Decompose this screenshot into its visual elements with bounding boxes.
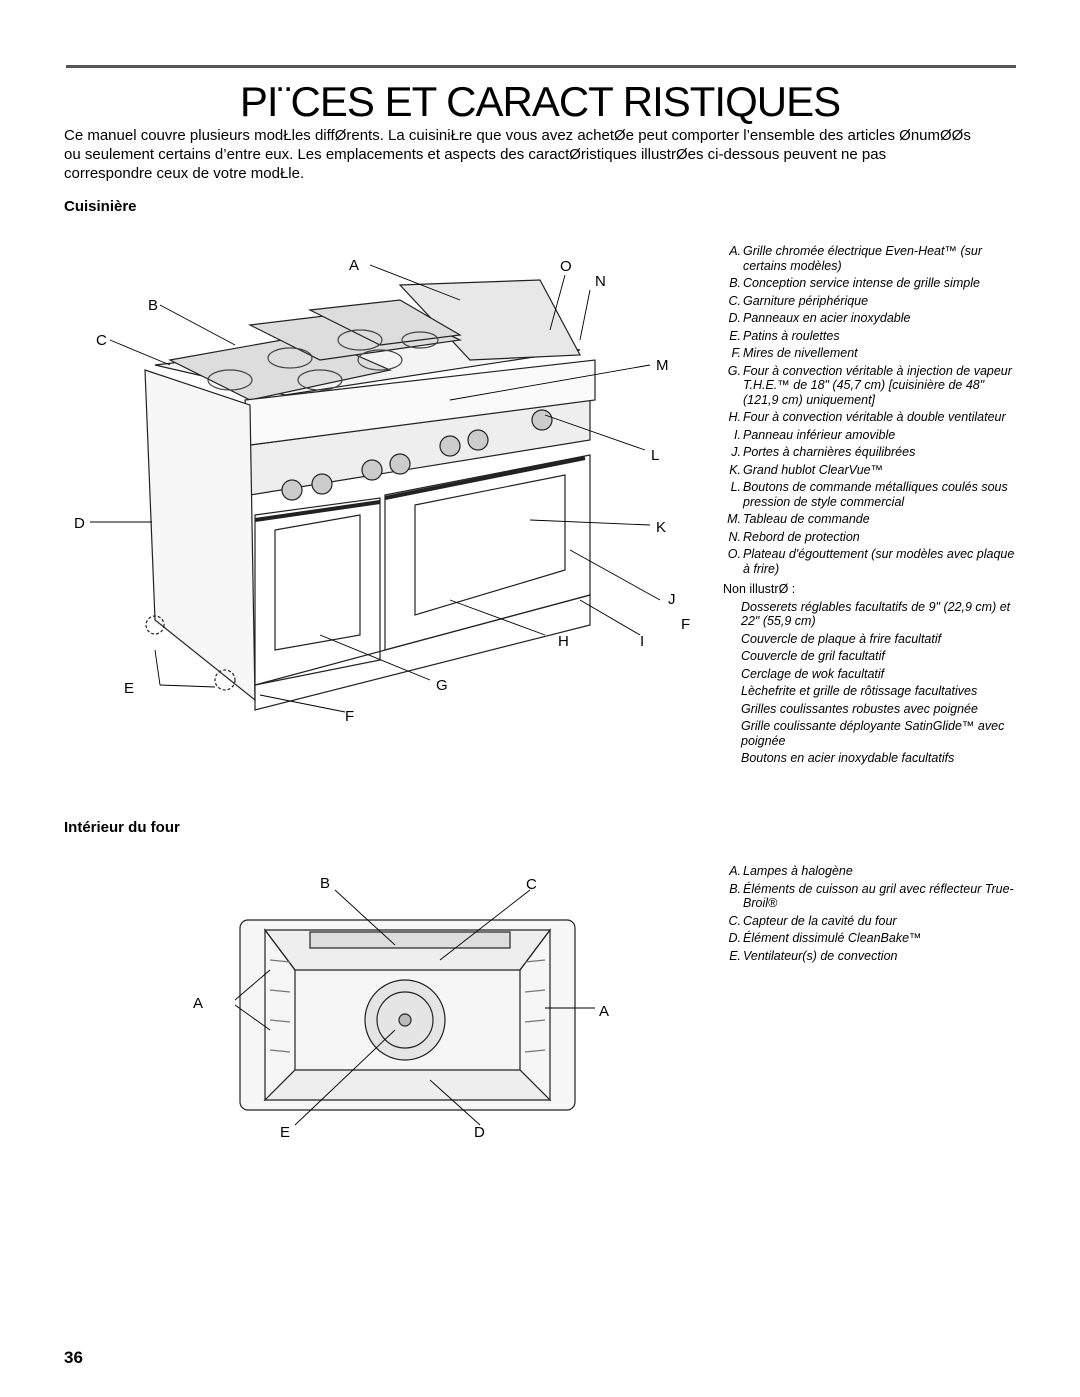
not-shown-item: Dosserets réglables facultatifs de 9" (2… [741, 599, 1011, 629]
not-shown-item: Lèchefrite et grille de rôtissage facult… [741, 684, 978, 698]
not-shown-item: Couvercle de plaque à frire facultatif [741, 631, 942, 646]
legend-item: E.Ventilateur(s) de convection [729, 948, 898, 963]
legend-interieur: A.Lampes à halogène B.Éléments de cuisso… [723, 864, 1023, 966]
legend-item: A.Lampes à halogène [729, 864, 853, 878]
legend-item: H.Four à convection véritable à double v… [728, 410, 1006, 424]
callout-b: B [320, 875, 330, 892]
oven-interior-illustration: B C A A E D [193, 875, 609, 1141]
callout-b: B [148, 297, 158, 314]
legend-item: K.Grand hublot ClearVue™ [729, 462, 884, 477]
intro-line: correspondre ceux de votre modŁle. [64, 165, 305, 182]
callout-i: I [640, 633, 644, 650]
range-illustration: A O N B C M L D K J F H I E G F [74, 257, 690, 725]
callout-k: K [656, 519, 666, 536]
callout-f: F [345, 708, 354, 725]
callout-a: A [349, 257, 359, 274]
section-heading-cuisiniere: Cuisinière [64, 198, 137, 215]
section-heading-interieur: Intérieur du four [64, 819, 180, 836]
callout-f-right: F [681, 616, 690, 633]
intro-line: Ce manuel couvre plusieurs modŁles diffØ… [64, 127, 971, 144]
not-shown-heading: Non illustrØ : [723, 582, 796, 596]
callout-c: C [96, 332, 107, 349]
legend-item: A.Grille chromée électrique Even-Heat™ (… [729, 244, 982, 273]
legend-item: N.Rebord de protection [728, 529, 860, 544]
intro-line: ou seulement certains d’entre eux. Les e… [64, 146, 887, 163]
legend-item: O.Plateau d'égouttement (sur modèles ave… [727, 547, 1015, 576]
legend-item: D.Élément dissimulé CleanBake™ [728, 931, 922, 945]
legend-item: C.Capteur de la cavité du four [728, 913, 897, 928]
legend-item: L.Boutons de commande métalliques coulés… [730, 480, 1008, 509]
callout-e: E [124, 680, 134, 697]
top-rule [66, 65, 1016, 68]
callout-a-left: A [193, 995, 203, 1012]
not-shown-item: Grilles coulissantes robustes avec poign… [741, 701, 978, 716]
callout-h: H [558, 633, 569, 650]
legend-item: F.Mires de nivellement [731, 346, 858, 360]
intro-paragraph: Ce manuel couvre plusieurs modŁles diffØ… [64, 126, 1024, 183]
callout-n: N [595, 273, 606, 290]
legend-item: D.Panneaux en acier inoxydable [728, 311, 911, 325]
legend-item: J.Portes à charnières équilibrées [731, 445, 916, 459]
callout-c: C [526, 876, 537, 893]
callout-m: M [656, 357, 669, 374]
callout-a-right: A [599, 1003, 609, 1020]
callout-o: O [560, 258, 572, 275]
callout-d: D [74, 515, 85, 532]
not-shown-item: Couvercle de gril facultatif [741, 649, 885, 663]
not-shown-item: Grille coulissante déployante SatinGlide… [741, 719, 1005, 748]
callout-d: D [474, 1124, 485, 1141]
not-shown-item: Boutons en acier inoxydable facultatifs [741, 751, 955, 765]
legend-cuisiniere: A.Grille chromée électrique Even-Heat™ (… [723, 244, 1023, 769]
page-number: 36 [64, 1348, 83, 1367]
page-title: PI¨CES ET CARACT RISTIQUES [239, 78, 841, 125]
legend-item: I.Panneau inférieur amovible [734, 427, 896, 442]
legend-item: M.Tableau de commande [727, 512, 870, 526]
callout-g: G [436, 677, 448, 694]
legend-item: E.Patins à roulettes [729, 328, 840, 343]
legend-item: B.Conception service intense de grille s… [729, 276, 980, 290]
legend-item: B.Éléments de cuisson au gril avec réfle… [729, 881, 1014, 911]
not-shown-item: Cerclage de wok facultatif [741, 666, 885, 681]
legend-item: C.Garniture périphérique [728, 293, 869, 308]
callout-e: E [280, 1124, 290, 1141]
callout-j: J [668, 591, 676, 608]
callout-l: L [651, 447, 659, 464]
legend-item: G.Four à convection véritable à injectio… [727, 363, 1012, 407]
